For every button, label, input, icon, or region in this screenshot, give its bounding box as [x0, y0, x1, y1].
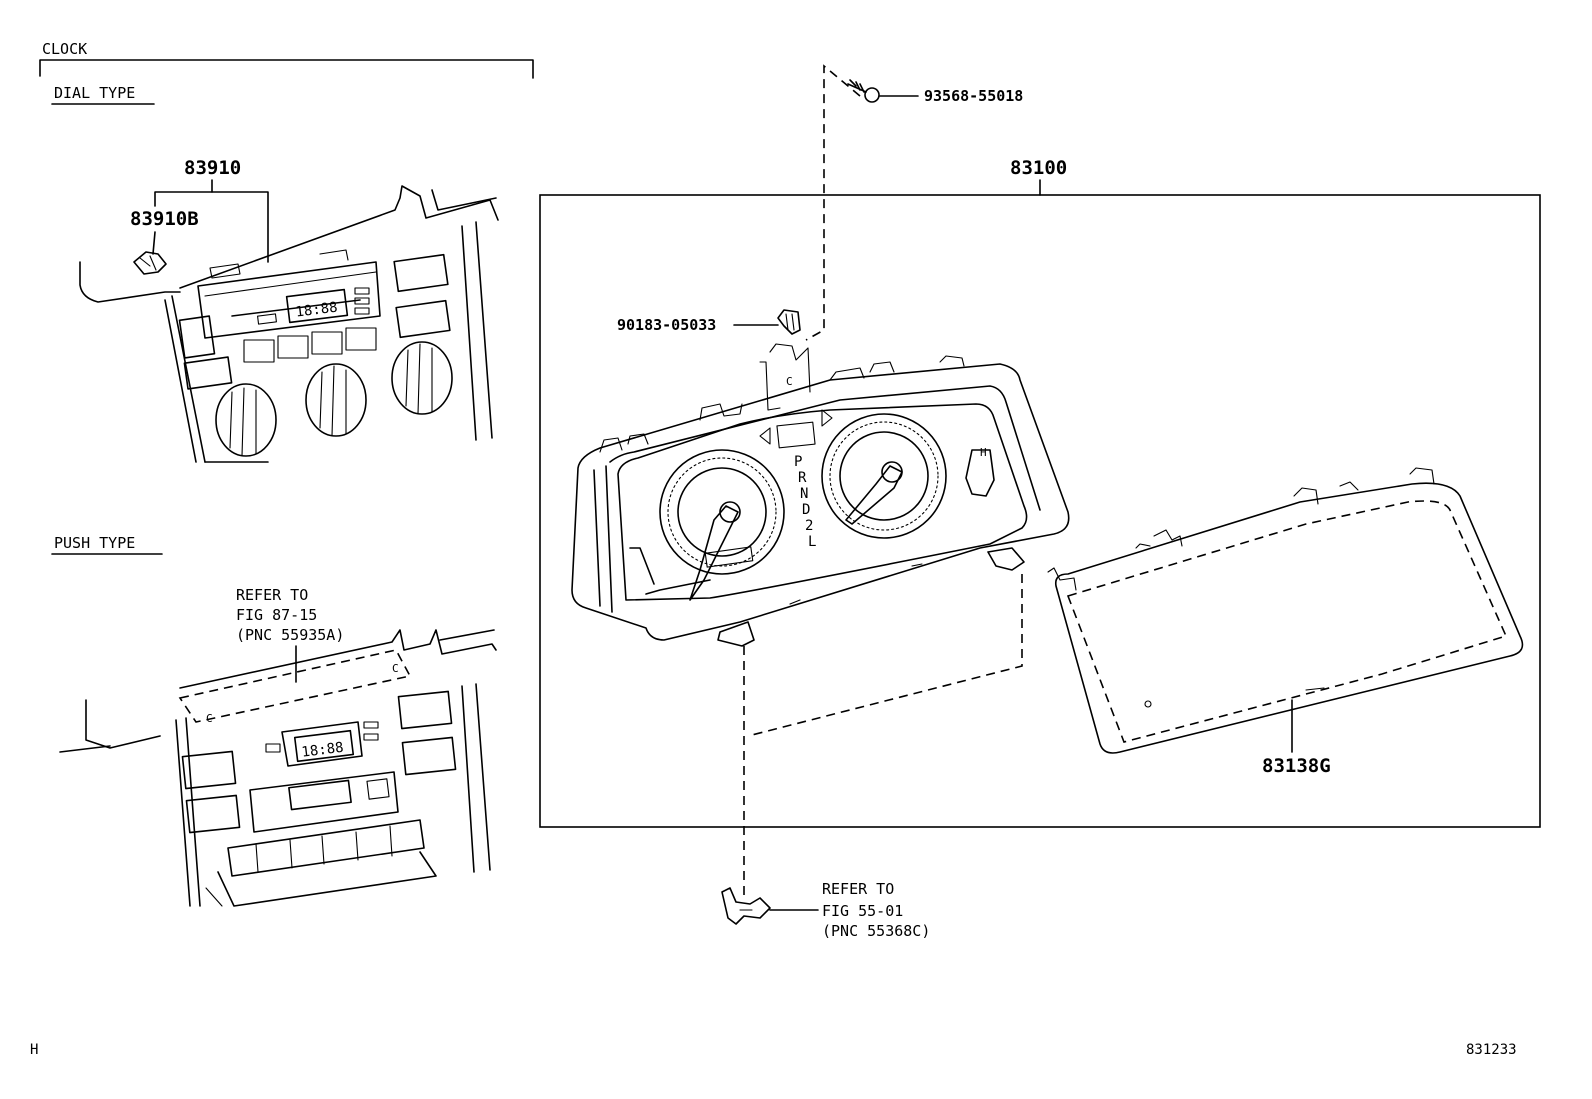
part-90183-label: 90183-05033: [617, 316, 716, 334]
clock-section-bracket: [39, 59, 534, 79]
dial-type-dashboard-illustration: 18:88: [79, 185, 499, 463]
meter-face-plate: [617, 403, 1028, 601]
dial-clock-module: [197, 261, 381, 339]
dial-clock-readout: 18:88: [295, 300, 339, 321]
part-83138G-label: 83138G: [1262, 755, 1331, 777]
ref2-line2: FIG 55-01: [822, 902, 903, 920]
clip-90183-05033: [777, 309, 801, 335]
corner-letter: H: [30, 1042, 38, 1058]
tachometer-gauge: [821, 413, 947, 539]
part-83910B-label: 83910B: [130, 208, 199, 230]
svg-text:C: C: [392, 662, 399, 675]
push-type-dashboard-illustration: C C 18:88: [59, 629, 497, 907]
svg-text:C: C: [206, 712, 213, 725]
combination-meter-assembly: C P R N D 2 L H: [571, 343, 1070, 647]
push-type-heading: PUSH TYPE: [54, 534, 135, 552]
gear-letter-r: R: [798, 470, 807, 486]
svg-text:C: C: [786, 375, 793, 388]
ref1-line2: FIG 87-15: [236, 606, 317, 624]
ref1-line1: REFER TO: [236, 586, 308, 604]
illustration-number: 831233: [1466, 1042, 1517, 1058]
speedometer-gauge: [659, 449, 785, 575]
gear-letter-n: N: [800, 486, 808, 502]
push-panel-trim: [178, 649, 412, 723]
meter-glass-83138G: [1047, 467, 1524, 754]
dial-knob-left: [215, 383, 277, 457]
gear-letter-2: 2: [805, 518, 813, 534]
dial-type-heading: DIAL TYPE: [54, 84, 135, 102]
gear-letter-p: P: [794, 454, 802, 470]
gear-letter-d: D: [802, 502, 810, 518]
push-clock-screen: [293, 729, 355, 763]
ref2-line1: REFER TO: [822, 880, 894, 898]
push-clock-readout: 18:88: [301, 740, 345, 761]
dial-knob-right: [391, 341, 453, 415]
part-83100-label: 83100: [1010, 157, 1067, 179]
dial-clock-screen: [285, 288, 349, 324]
part-93568-label: 93568-55018: [924, 87, 1023, 105]
push-clock-module: [281, 721, 363, 767]
assembly-83100-box: [539, 194, 1541, 828]
ref1-line3: (PNC 55935A): [236, 626, 344, 644]
gear-letter-l: L: [808, 534, 816, 550]
clock-clip-83910B: [133, 251, 167, 275]
clock-section-title: CLOCK: [42, 40, 87, 58]
screw-93568-55018: [847, 79, 880, 103]
part-83910-label: 83910: [184, 157, 241, 179]
wire-harness-clamp: [721, 887, 771, 925]
svg-text:H: H: [980, 446, 987, 459]
ref2-line3: (PNC 55368C): [822, 922, 930, 940]
dial-knob-center: [305, 363, 367, 437]
